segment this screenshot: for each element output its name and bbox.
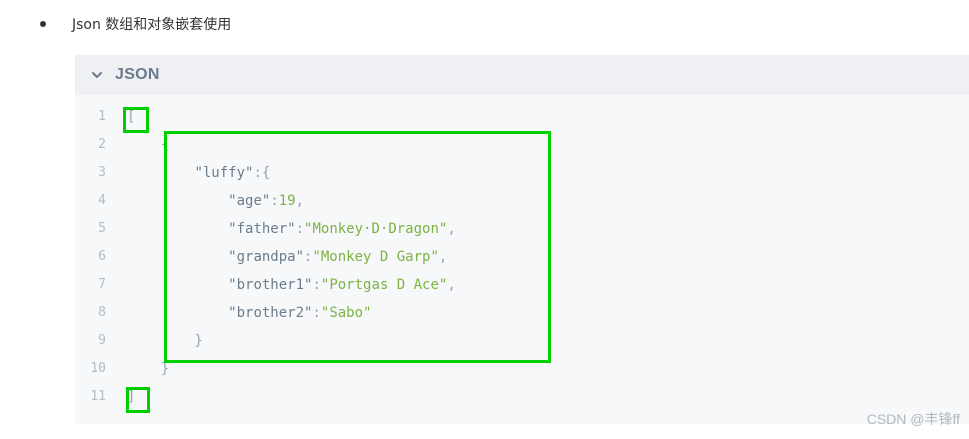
line-code: } xyxy=(127,327,203,355)
line-number: 11 xyxy=(90,389,106,404)
code-token: , xyxy=(447,221,456,237)
code-token: , xyxy=(447,277,456,293)
line-number: 4 xyxy=(98,193,106,208)
chevron-down-icon[interactable] xyxy=(91,69,103,81)
line-code: "grandpa":"Monkey D Garp", xyxy=(127,243,447,271)
line-code: ] xyxy=(127,383,135,411)
code-token: "father" xyxy=(228,221,296,237)
code-token: ] xyxy=(127,389,136,405)
code-token: , xyxy=(295,193,305,209)
line-number: 5 xyxy=(98,221,106,236)
line-number: 6 xyxy=(98,249,106,264)
line-number: 2 xyxy=(98,137,106,152)
code-token: "brother2" xyxy=(228,305,313,321)
code-token: 19 xyxy=(278,193,296,209)
code-token: "brother1" xyxy=(228,277,313,293)
code-token: } xyxy=(127,333,203,349)
code-line: 9 } xyxy=(75,327,969,355)
code-token: } xyxy=(127,361,170,377)
highlight-close-bracket xyxy=(126,387,150,413)
code-token: : xyxy=(304,249,313,265)
line-number: 7 xyxy=(98,277,106,292)
line-code: } xyxy=(127,355,169,383)
code-token: : xyxy=(312,277,321,293)
code-token: "grandpa" xyxy=(228,249,305,265)
line-number: 1 xyxy=(98,109,106,124)
code-line: 7 "brother1":"Portgas D Ace", xyxy=(75,271,969,299)
line-number: 3 xyxy=(98,165,106,180)
line-code: { xyxy=(127,131,169,159)
code-token: : xyxy=(295,221,305,237)
line-number: 8 xyxy=(98,305,106,320)
code-token: [ xyxy=(127,109,136,125)
code-token: { xyxy=(127,137,170,153)
code-token: :{ xyxy=(253,165,271,181)
code-line: 11] xyxy=(75,383,969,411)
code-block-header[interactable]: JSON xyxy=(75,55,969,95)
line-number: 10 xyxy=(90,361,106,376)
code-line: 8 "brother2":"Sabo" xyxy=(75,299,969,327)
code-token: "Sabo" xyxy=(320,305,372,321)
watermark: CSDN @丰锋ff xyxy=(866,411,960,427)
bullet-text: Json 数组和对象嵌套使用 xyxy=(72,17,232,33)
code-token: , xyxy=(438,249,448,265)
code-line: 10 } xyxy=(75,355,969,383)
code-line: 1[ xyxy=(75,103,969,131)
bullet-item: Json 数组和对象嵌套使用 xyxy=(40,13,231,35)
line-code: "brother1":"Portgas D Ace", xyxy=(127,271,456,299)
line-code: "brother2":"Sabo" xyxy=(127,299,371,327)
code-token: "luffy" xyxy=(194,165,254,181)
line-code: "age":19, xyxy=(127,187,304,215)
language-label: JSON xyxy=(115,66,160,83)
code-token: "Monkey·D·Dragon" xyxy=(304,221,448,237)
code-token: : xyxy=(270,193,279,209)
code-line: 5 "father":"Monkey·D·Dragon", xyxy=(75,215,969,243)
line-number: 9 xyxy=(98,333,106,348)
highlight-open-bracket xyxy=(123,107,149,133)
bullet-dot xyxy=(40,21,46,27)
code-token: "Portgas D Ace" xyxy=(320,277,448,293)
line-code: [ xyxy=(127,103,135,131)
code-token: : xyxy=(312,305,321,321)
code-body: 1[2 {3 "luffy":{4 "age":19,5 "father":"M… xyxy=(75,95,969,424)
line-code: "father":"Monkey·D·Dragon", xyxy=(127,215,456,243)
code-token: "age" xyxy=(228,193,271,209)
line-code: "luffy":{ xyxy=(127,159,270,187)
code-token: "Monkey D Garp" xyxy=(312,249,439,265)
code-line: 3 "luffy":{ xyxy=(75,159,969,187)
code-line: 6 "grandpa":"Monkey D Garp", xyxy=(75,243,969,271)
highlight-object-block xyxy=(164,131,551,363)
code-line: 4 "age":19, xyxy=(75,187,969,215)
